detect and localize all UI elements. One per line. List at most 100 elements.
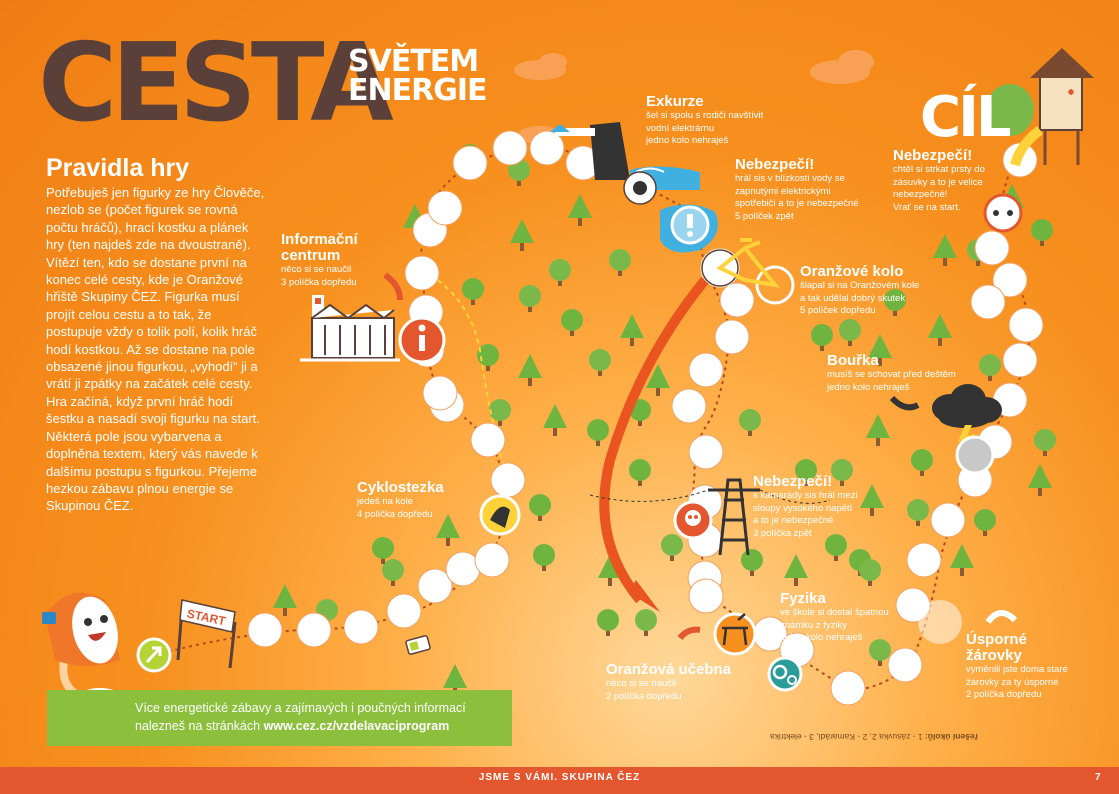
board-cell [671,388,707,424]
board-cell [404,255,440,291]
event-text: sloupy vysokého napětí [753,502,853,514]
battery-icon [405,635,431,655]
footer-slogan: JSME S VÁMI. SKUPINA ČEZ [478,772,641,783]
banner-text: Více energetické zábavy a zajímavých i p… [135,699,505,735]
event-text: jedno kolo nehraješ [827,381,910,393]
banner-line2: nalezneš na stránkách [135,719,264,733]
storm-cloud-icon [889,384,1002,475]
bulb-icon [918,600,1018,644]
tree [911,449,933,476]
tree [784,554,808,586]
banner-link[interactable]: www.cez.cz/vzdelavaciprogram [263,719,450,733]
board-cell [247,612,283,648]
event-title: Nebezpečí! [735,156,815,173]
event-text: nebezpečné! [893,189,948,200]
board-cell [1008,307,1044,343]
event-text: 3 políčka zpět [753,527,812,539]
event-nebezpeci-sloupy: Nebezpečí! s kamarády sis hrál mezi slou… [753,474,858,540]
event-text: 2 políčka dopředu [966,689,1042,700]
tree [609,249,631,276]
tree [1034,429,1056,456]
board-cell [688,578,724,614]
tree [1028,464,1052,496]
start-gate-icon: START [176,599,237,669]
tree [950,544,974,576]
footer-bar [0,767,1119,794]
event-text: jedno kolo nehraješ [646,135,729,146]
solution-answers: 1 - zásuvka 2, 2 - Kamarádi, 3 - elektri… [770,732,923,742]
event-text: jedno kolo nehraješ [780,632,863,643]
board-cell [688,352,724,388]
tree [436,514,460,546]
board-cell [490,462,526,498]
event-text: vyměnili jste doma staré [966,664,1068,675]
tree [974,509,996,536]
tree [533,544,555,571]
event-text: něco si se naučil [281,264,352,275]
tree [979,354,1001,381]
board-cell [529,130,565,166]
event-text: 5 políček dopředu [800,305,876,316]
tree [519,285,541,312]
tree [589,349,611,376]
event-text: šel si spolu s rodiči navštívit [646,110,764,121]
dam-icon [550,122,700,190]
board-cell [417,568,453,604]
gear-icon [767,656,803,692]
event-title: Úsporné [966,631,1027,648]
event-title: Bouřka [827,352,879,369]
tree [529,494,551,521]
event-text: 4 políčka dopředu [357,508,433,520]
route-path [154,148,1032,692]
event-title: centrum [281,247,341,264]
board-cell [296,612,332,648]
decor-clouds [514,50,874,144]
tree [928,314,952,346]
tree [907,499,929,526]
tree [825,534,847,561]
event-text: jedeš na kole [357,496,413,507]
board-cell [1002,342,1038,378]
event-fyzika: Fyzika ve škole si dostal špatnou známku… [780,591,889,645]
board-cell [887,647,923,683]
tree [869,639,891,666]
event-nebezpeci-zasuvka: Nebezpečí! chtěl si strkat prsty do zásu… [893,148,985,214]
event-title: Nebezpečí! [753,473,833,490]
event-text: zapnutými elektrickými [735,185,831,197]
board-cell [474,542,510,578]
tree [620,314,644,346]
board-cells [247,130,1044,706]
tree [646,364,670,396]
board-cell [992,262,1028,298]
event-oranzove-kolo: Oranžové kolo šlapal si na Oranžovém kol… [800,264,919,318]
event-text: s kamarády sis hrál mezi [753,490,858,501]
shortcut-info [429,274,508,511]
rules-heading: Pravidla hry [46,154,190,182]
title-main: CESTA [38,21,394,146]
event-title: Oranžová učebna [606,661,732,678]
event-text: ve škole si dostal špatnou [780,607,889,618]
tree [372,537,394,564]
event-exkurze: Exkurze šel si spolu s rodiči navštívit … [646,94,763,148]
flower-icon [623,171,657,205]
bicycle-icon [700,238,795,305]
event-text: 2 políčka dopředu [606,690,682,702]
tree [273,584,297,616]
event-text: šlapal si na Oranžovém kole [800,280,920,291]
event-text: spotřebiči a to je nebezpečné [735,198,859,209]
goal-label: CÍL [920,85,1012,150]
board-cell [386,593,422,629]
board-cell [427,190,463,226]
tree [739,409,761,436]
event-text: něco si se naučil [606,678,677,689]
event-text: 3 políčka dopředu [281,276,357,288]
cycle-path-icon [479,494,521,536]
board-cell [343,609,379,645]
board-cell [688,434,724,470]
event-title: Nebezpečí! [893,147,973,164]
tree [839,319,861,346]
tree [568,194,592,226]
board-cell [970,284,1006,320]
plug-socket-icon [983,193,1023,233]
tree [741,549,763,576]
